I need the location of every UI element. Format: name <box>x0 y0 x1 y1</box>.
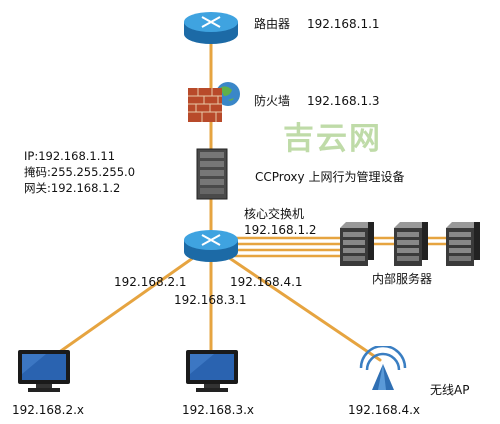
proxy-server-icon <box>196 148 228 200</box>
client-subnet-2: 192.168.2.x <box>12 403 84 417</box>
core-switch-ip: 192.168.1.2 <box>244 223 317 237</box>
watermark-text: 吉云网 <box>283 121 382 157</box>
router-icon <box>184 12 238 44</box>
proxy-ip: IP:192.168.1.11 <box>24 149 116 163</box>
proxy-config: IP:192.168.1.11 掩码:255.255.255.0 网关:192.… <box>24 148 135 196</box>
client-subnet-4: 192.168.4.x <box>348 403 420 417</box>
router-name: 路由器 <box>254 17 291 31</box>
port-ip-subnet-4: 192.168.4.1 <box>230 275 303 289</box>
servers-name: 内部服务器 <box>372 272 433 286</box>
server-icon <box>394 222 428 266</box>
monitor-icon <box>186 350 238 392</box>
monitor-icon <box>18 350 70 392</box>
proxy-gateway: 网关:192.168.1.2 <box>24 181 121 195</box>
proxy-name: CCProxy 上网行为管理设备 <box>255 170 405 184</box>
client-subnet-3: 192.168.3.x <box>182 403 254 417</box>
wireless-ap-name: 无线AP <box>430 383 470 397</box>
port-ip-subnet-3: 192.168.3.1 <box>174 293 247 307</box>
core-switch-name: 核心交换机 <box>244 207 305 221</box>
wireless-ap-icon <box>359 346 407 390</box>
core-switch-icon <box>184 230 238 262</box>
proxy-mask: 掩码:255.255.255.0 <box>24 165 136 179</box>
port-ip-subnet-2: 192.168.2.1 <box>114 275 187 289</box>
server-icon <box>446 222 480 266</box>
firewall-name: 防火墙 <box>254 94 291 108</box>
router-ip: 192.168.1.1 <box>307 17 380 31</box>
firewall-icon <box>188 82 240 122</box>
firewall-ip: 192.168.1.3 <box>307 94 380 108</box>
link-switch-ap <box>220 251 382 362</box>
server-icon <box>340 222 374 266</box>
link-switch-client-2 <box>56 251 202 355</box>
